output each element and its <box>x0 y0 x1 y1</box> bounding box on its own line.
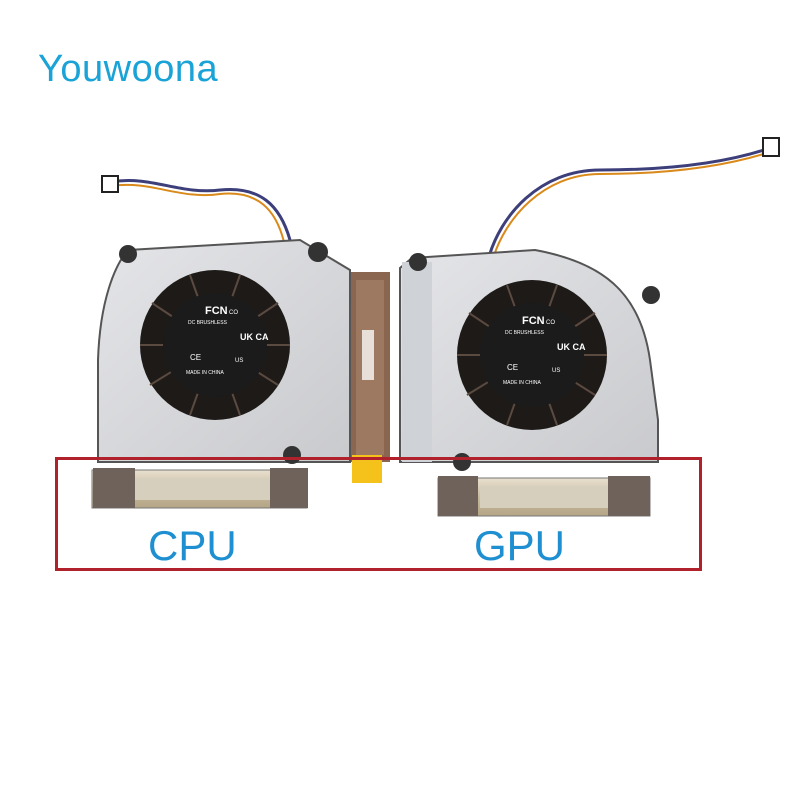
cpu-foam-right <box>270 468 308 508</box>
cpu-foam-left <box>93 468 135 508</box>
cpu-fan-connector <box>101 175 119 193</box>
cpu-fan-sticker-type: DC BRUSHLESS <box>188 320 228 326</box>
cpu-fan-sticker-co: CO <box>229 310 238 316</box>
cpu-fan: FCN CO DC BRUSHLESS UK CA CE US MADE IN … <box>91 175 390 509</box>
gpu-fan-sticker-type: DC BRUSHLESS <box>505 330 545 336</box>
cpu-fan-sticker-us: US <box>235 358 243 364</box>
gpu-fan-sticker-origin: MADE IN CHINA <box>503 380 541 386</box>
cpu-fan-sticker-brand: FCN <box>205 305 228 317</box>
gpu-fan-sticker-ce: CE <box>507 363 518 372</box>
cpu-label: CPU <box>148 522 237 569</box>
gpu-fan-sticker-brand: FCN <box>522 315 545 327</box>
gpu-fan-sticker-us: US <box>552 368 560 374</box>
gpu-foam-left <box>438 476 478 516</box>
gpu-label: GPU <box>474 522 566 569</box>
gpu-fan-connector <box>762 137 780 157</box>
gpu-fan-sticker-mark: UK CA <box>557 342 586 352</box>
cpu-fan-sticker-ce: CE <box>190 353 201 362</box>
cpu-fan-sticker-mark: UK CA <box>240 332 269 342</box>
gpu-foam-right <box>608 476 650 516</box>
gpu-fan: FCN CO DC BRUSHLESS UK CA CE US MADE IN … <box>399 137 780 517</box>
brand-logo-text: Youwoona <box>38 48 219 90</box>
gpu-fan-sticker-co: CO <box>546 320 555 326</box>
highlight-box <box>55 457 702 571</box>
cpu-fan-sticker-origin: MADE IN CHINA <box>186 370 224 376</box>
